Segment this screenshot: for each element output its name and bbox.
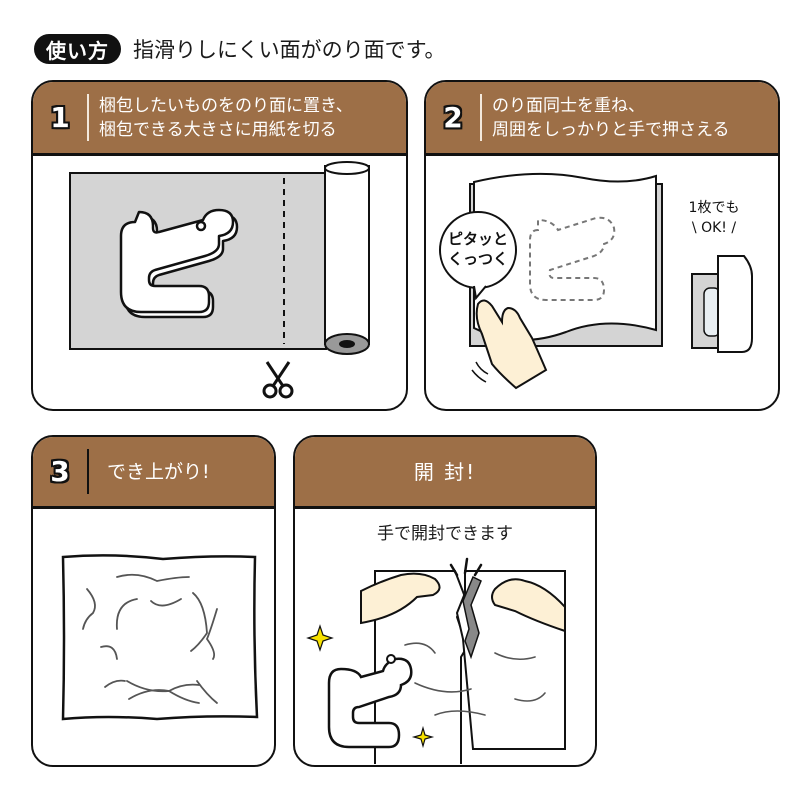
wrinkle-lines — [82, 573, 218, 704]
step-3-panel: 3 でき上がり! — [31, 435, 276, 767]
left-hand-icon — [360, 572, 441, 625]
title-row: 使い方 指滑りしにくい面がのり面です。 — [34, 32, 445, 66]
bubble-text-2: くっつく — [448, 250, 508, 268]
step-2-line-2: 周囲をしっかりと手で押さえる — [492, 119, 730, 140]
wrapped-package — [61, 554, 259, 721]
hand-icon — [475, 299, 548, 390]
instruction-text: 指滑りしにくい面がのり面です。 — [133, 38, 446, 62]
opening-illustration: 手で開封できます — [295, 509, 595, 765]
usage-badge: 使い方 — [34, 34, 121, 64]
step-2-text: のり面同士を重ね、 周囲をしっかりと手で押さえる — [482, 94, 730, 142]
header-divider — [480, 94, 482, 141]
step-1-text: 梱包したいものをのり面に置き、 梱包できる大きさに用紙を切る — [89, 94, 353, 142]
paper-roll-icon — [324, 161, 370, 355]
step-number: 3 — [50, 455, 70, 488]
speech-bubble — [439, 211, 517, 301]
sparkle-icon — [306, 624, 334, 652]
step-1-line-2: 梱包できる大きさに用紙を切る — [99, 119, 337, 140]
step-1-line-1: 梱包したいものをのり面に置き、 — [99, 95, 353, 116]
opening-panel: 開 封! 手で開封できます — [293, 435, 597, 767]
tear-gap — [462, 575, 482, 660]
step-2-line-1: のり面同士を重ね、 — [492, 95, 645, 116]
wrinkle-lines — [404, 642, 546, 716]
opening-title: 開 封! — [413, 459, 477, 484]
step-2-panel: 2 のり面同士を重ね、 周囲をしっかりと手で押さえる ピタッと くっつく — [424, 80, 780, 411]
step-1-panel: 1 梱包したいものをのり面に置き、 梱包できる大きさに用紙を切る — [31, 80, 408, 411]
scissors-icon — [262, 361, 294, 399]
hook-hole — [386, 654, 396, 664]
hook-item-icon — [119, 208, 239, 319]
side-note-1: 1枚でも — [689, 200, 740, 216]
opening-subtitle: 手で開封できます — [377, 524, 513, 544]
step-3-header: 3 でき上がり! — [33, 437, 274, 509]
opening-header: 開 封! — [295, 437, 595, 509]
sparkle-icon — [411, 725, 435, 749]
step-3-text: でき上がり! — [107, 460, 210, 483]
step-1-illustration — [33, 156, 406, 409]
header-divider — [87, 94, 89, 141]
step-number: 2 — [443, 101, 463, 134]
motion-lines — [471, 361, 489, 383]
step-1-header: 1 梱包したいものをのり面に置き、 梱包できる大きさに用紙を切る — [33, 82, 406, 156]
step-3-illustration — [33, 509, 274, 765]
step-2-illustration: ピタッと くっつく 1枚でも \ OK! / — [426, 156, 778, 409]
snap-lines — [449, 557, 483, 577]
step-2-header: 2 のり面同士を重ね、 周囲をしっかりと手で押さえる — [426, 82, 778, 156]
bubble-text-1: ピタッと — [448, 230, 508, 248]
step-number: 1 — [50, 101, 70, 134]
right-hand-icon — [491, 578, 566, 633]
single-sheet-icon — [691, 255, 753, 353]
dashed-hook-outline — [529, 216, 616, 301]
header-divider — [87, 449, 89, 494]
side-note-2: \ OK! / — [692, 220, 736, 236]
